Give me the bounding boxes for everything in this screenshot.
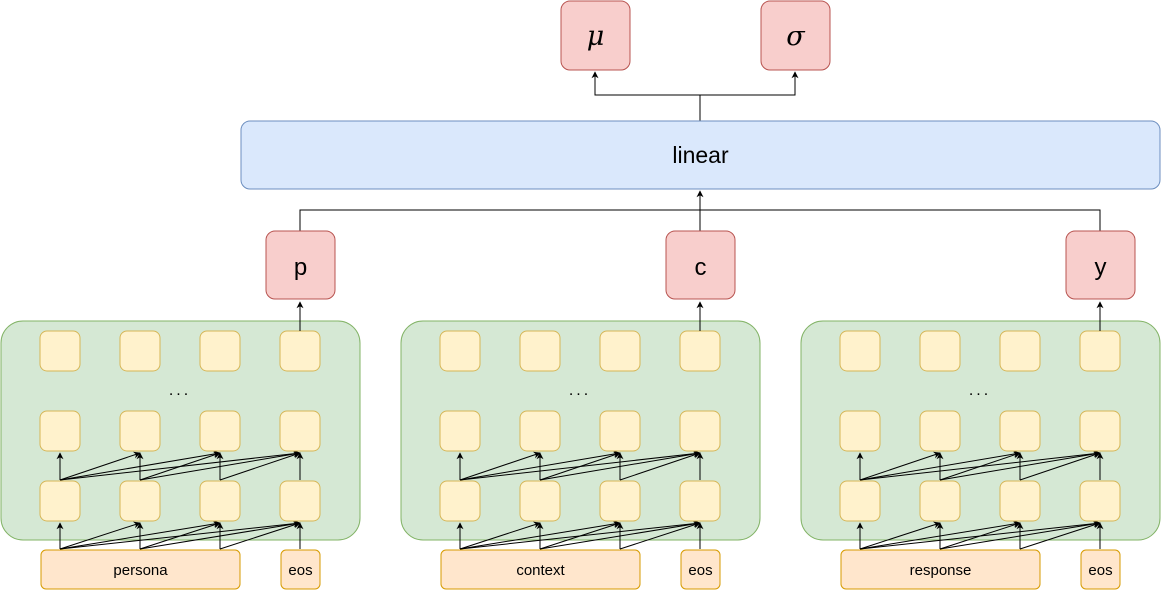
input-box (40, 549, 241, 590)
token-box-mid-3 (679, 410, 721, 452)
encoder-container (0, 320, 361, 541)
eos-box (1080, 549, 1121, 590)
token-box-bot-1 (119, 480, 161, 522)
mu-node: μ (560, 0, 631, 71)
token-box-top-3 (679, 330, 721, 372)
vector-label-c: c (695, 254, 707, 281)
token-box-bot-2 (199, 480, 241, 522)
input-box (840, 549, 1041, 590)
token-box-mid-1 (519, 410, 561, 452)
layers-ellipsis: ... (569, 382, 591, 399)
token-box-bot-0 (39, 480, 81, 522)
token-box-mid-2 (199, 410, 241, 452)
token-box-bot-0 (439, 480, 481, 522)
eos-label: eos (688, 562, 712, 579)
attention-arrows (456, 450, 704, 550)
layers-ellipsis: ... (169, 382, 191, 399)
vector-label-p: p (294, 254, 307, 281)
token-box-top-2 (599, 330, 641, 372)
token-box-top-0 (439, 330, 481, 372)
encoder-container (800, 320, 1161, 541)
eos-box (680, 549, 721, 590)
vector-node-c (665, 230, 736, 300)
token-box-mid-2 (999, 410, 1041, 452)
layers-ellipsis: ... (969, 382, 991, 399)
token-box-bot-1 (519, 480, 561, 522)
attention-arrows (56, 450, 304, 550)
mu-label: μ (587, 21, 605, 52)
token-box-top-3 (1079, 330, 1121, 372)
token-box-bot-2 (999, 480, 1041, 522)
token-box-top-1 (519, 330, 561, 372)
vector-label-y: y (1095, 254, 1107, 281)
vector-node-p (265, 230, 336, 300)
token-box-top-1 (119, 330, 161, 372)
token-box-top-1 (919, 330, 961, 372)
input-label: persona (113, 562, 168, 579)
token-box-bot-3 (679, 480, 721, 522)
encoders: ... persona eos p... context eos c... response e… (0, 230, 1161, 590)
linear-label: linear (672, 142, 729, 168)
token-box-mid-3 (279, 410, 321, 452)
token-box-mid-0 (39, 410, 81, 452)
input-label: response (910, 562, 972, 579)
input-box (440, 549, 641, 590)
token-box-top-2 (999, 330, 1041, 372)
token-box-mid-1 (119, 410, 161, 452)
token-box-mid-0 (839, 410, 881, 452)
token-box-top-0 (839, 330, 881, 372)
encoder-response: ... response eos y (800, 230, 1161, 590)
eos-box (280, 549, 321, 590)
eos-label: eos (1088, 562, 1112, 579)
encoder-context: ... context eos c (400, 230, 761, 590)
token-box-bot-1 (919, 480, 961, 522)
token-box-mid-3 (1079, 410, 1121, 452)
eos-label: eos (288, 562, 312, 579)
token-box-top-3 (279, 330, 321, 372)
linear-to-outputs-connector (591, 71, 799, 121)
input-label: context (516, 562, 565, 579)
token-box-mid-1 (919, 410, 961, 452)
encoder-persona: ... persona eos p (0, 230, 361, 590)
token-box-top-0 (39, 330, 81, 372)
token-box-bot-2 (599, 480, 641, 522)
attention-arrows (856, 450, 1104, 550)
token-box-mid-2 (599, 410, 641, 452)
token-box-mid-0 (439, 410, 481, 452)
encoder-container (400, 320, 761, 541)
token-box-bot-3 (279, 480, 321, 522)
sigma-label: σ (786, 21, 806, 52)
linear-layer: linear (240, 120, 1161, 190)
token-box-bot-0 (839, 480, 881, 522)
vectors-to-linear-connector (299, 190, 1101, 231)
token-box-top-2 (199, 330, 241, 372)
vector-node-y (1065, 230, 1136, 300)
token-box-bot-3 (1079, 480, 1121, 522)
sigma-node: σ (760, 0, 831, 71)
